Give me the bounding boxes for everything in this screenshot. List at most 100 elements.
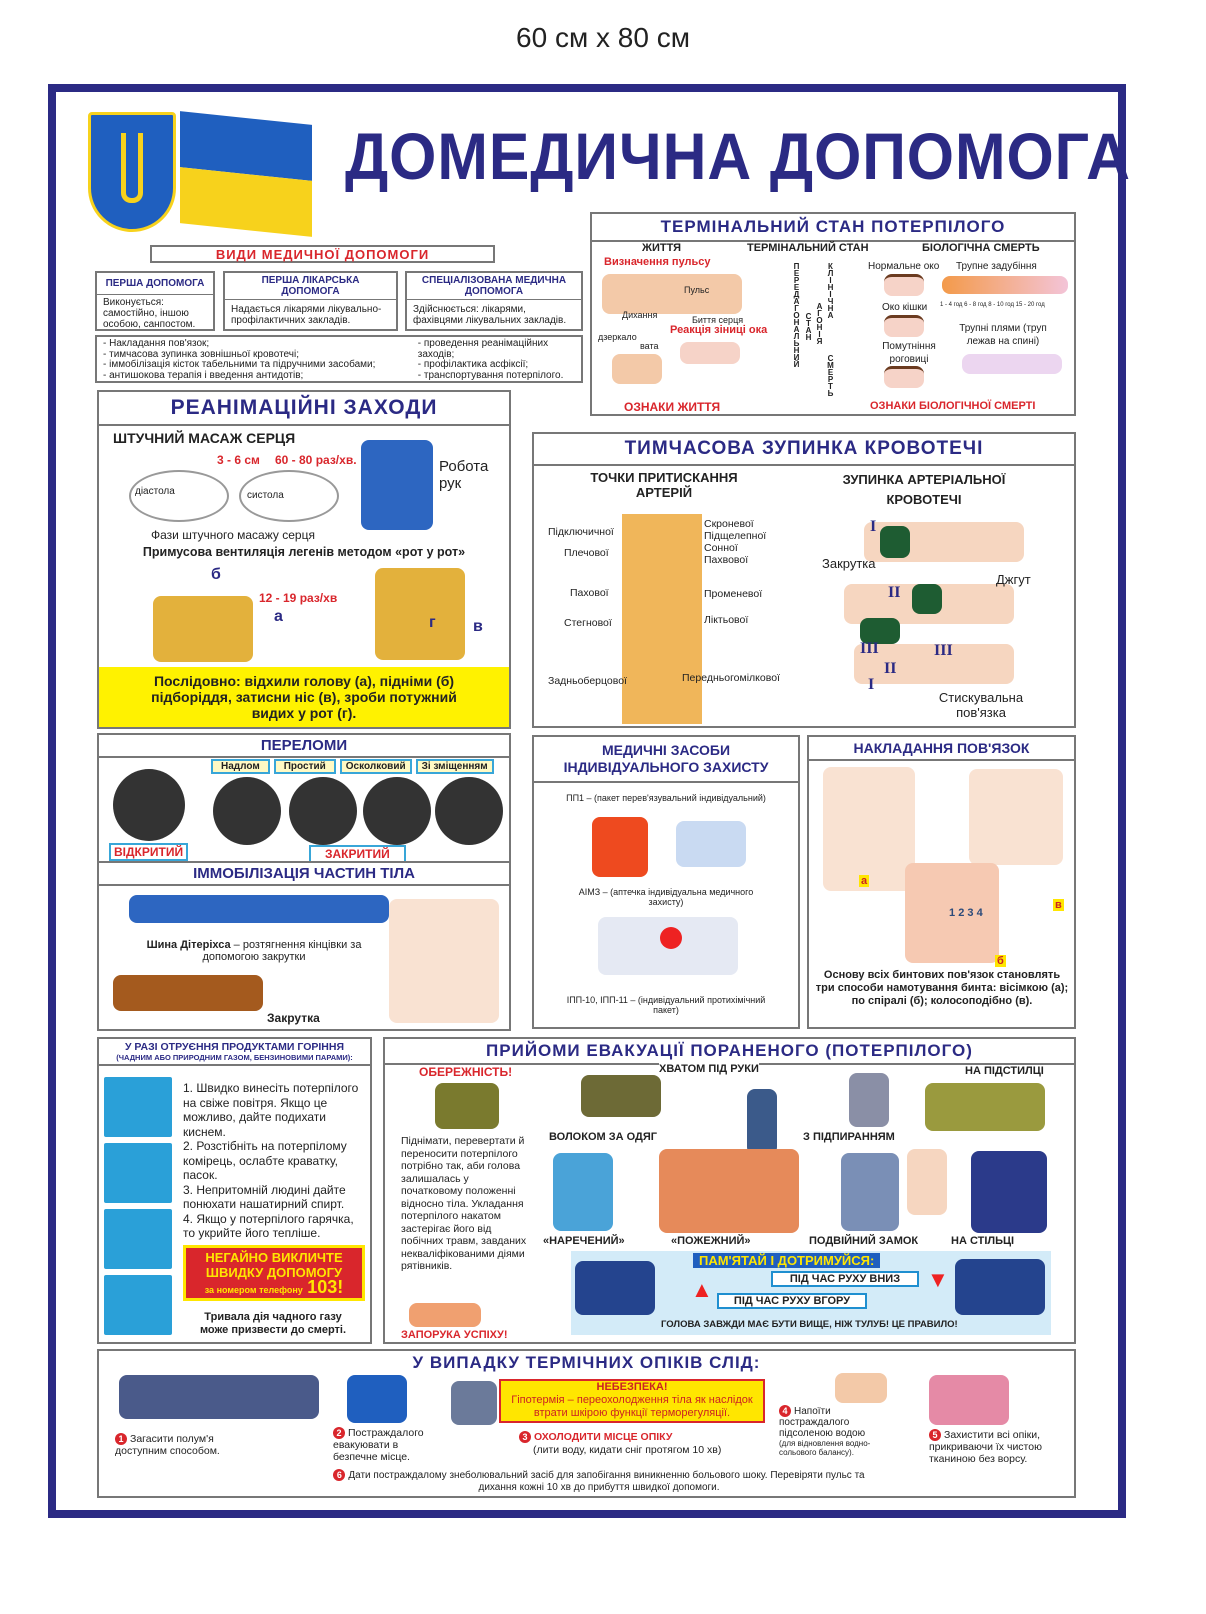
label: Передньогомілкової xyxy=(682,672,780,684)
pupil-label: Реакція зіниці ока xyxy=(670,324,768,336)
evac-figure xyxy=(907,1149,947,1215)
fracture-icon xyxy=(289,777,357,845)
label: а xyxy=(274,608,283,625)
label: Закрутка xyxy=(822,556,876,571)
cpr-illustration xyxy=(361,440,433,530)
sequence-note: Послідовно: відхили голову (а), підніми … xyxy=(99,667,509,727)
evac-figure xyxy=(553,1153,613,1231)
label: Основу всіх бинтових пов'язок становлять… xyxy=(815,969,1061,994)
skeleton-illustration xyxy=(622,514,702,724)
label: Скроневої xyxy=(704,518,754,530)
label: в xyxy=(473,618,483,635)
label: вісімкою xyxy=(999,982,1049,994)
head-illustration xyxy=(612,354,662,384)
fracture-type: Надлом xyxy=(211,759,270,774)
action-item: - тимчасова зупинка зовнішньої кровотечі… xyxy=(103,348,299,360)
label: г xyxy=(429,614,436,631)
label: II xyxy=(888,584,901,601)
open-label: ВІДКРИТИЙ xyxy=(109,843,189,861)
depth-label: 3 - 6 см xyxy=(217,453,260,467)
pulse-label: Визначення пульсу xyxy=(604,256,711,268)
pulse-check-illustration xyxy=(602,274,742,314)
call-ambulance-banner: НЕГАЙНО ВИКЛИЧТЕ ШВИДКУ ДОПОМОГУ за номе… xyxy=(183,1245,365,1301)
fracture-type: Простий xyxy=(273,759,336,774)
success-label: ЗАПОРУКА УСПІХУ! xyxy=(401,1329,508,1341)
ventilation-label: Примусова вентиляція легенів методом «ро… xyxy=(142,545,466,559)
label: ШВИДКУ ДОПОМОГУ xyxy=(205,1265,343,1280)
action-item: - проведення реанімаційних заходів; xyxy=(417,338,549,360)
bandage-caption: Основу всіх бинтових пов'язок становлять… xyxy=(815,969,1069,1008)
step-number-icon: 5 xyxy=(929,1429,941,1441)
label: Підключичної xyxy=(548,526,614,538)
rule-text: ГОЛОВА ЗАВЖДИ МАЄ БУТИ ВИЩЕ, НІЖ ТУЛУБ! … xyxy=(661,1319,958,1330)
method-label: «НАРЕЧЕНИЙ» xyxy=(543,1235,625,1247)
step-2-illustration xyxy=(104,1143,172,1203)
team-illustration xyxy=(409,1303,481,1327)
label: (а); xyxy=(1048,982,1069,994)
poster-frame xyxy=(48,84,1126,1518)
ventilation-illustration xyxy=(153,596,253,662)
label: вата xyxy=(640,341,659,351)
poisoning-title: У РАЗІ ОТРУЄННЯ ПРОДУКТАМИ ГОРІННЯ xyxy=(124,1041,344,1053)
step-number-icon: 2 xyxy=(333,1427,345,1439)
action-item: - профілактика асфіксії; xyxy=(417,359,529,370)
label: 4 xyxy=(976,907,983,919)
label: ОХОЛОДИТИ МІСЦЕ ОПІКУ xyxy=(534,1431,673,1443)
label: Напоїти постраждалого підсоленою водою xyxy=(779,1406,866,1439)
evac-figure xyxy=(841,1153,899,1231)
drinking-illustration xyxy=(835,1373,887,1403)
danger-text: Гіпотермія – переохолодження тіла як нас… xyxy=(511,1394,753,1419)
tourniquet-icon xyxy=(912,584,942,614)
types-title: ВИДИ МЕДИЧНОЇ ДОПОМОГИ xyxy=(150,245,495,263)
cooling-illustration xyxy=(451,1381,497,1425)
burning-person-illustration xyxy=(119,1375,319,1419)
label: Нормальне око xyxy=(868,261,940,272)
label: III xyxy=(860,640,879,657)
label: Помутніння роговиці xyxy=(882,341,936,365)
label: III xyxy=(934,642,953,659)
fracture-type: Зі зміщенням xyxy=(415,759,494,774)
arrow-down-icon: ▼ xyxy=(927,1267,949,1292)
reanimation-section: РЕАНІМАЦІЙНІ ЗАХОДИ ШТУЧНИЙ МАСАЖ СЕРЦЯ … xyxy=(97,390,511,729)
label: ТОЧКИ ПРИТИСКАННЯ АРТЕРІЙ xyxy=(590,470,738,500)
label: II xyxy=(884,660,897,677)
bandage-numbers: 1 2 3 4 xyxy=(949,907,983,919)
life-label: ЖИТТЯ xyxy=(642,242,682,254)
label: Стискувальна пов'язка xyxy=(938,690,1024,720)
label: Джгут xyxy=(996,572,1031,587)
label: колосоподібно xyxy=(930,995,1013,1007)
rate-label: 60 - 80 раз/хв. xyxy=(275,453,357,467)
label: I xyxy=(870,518,877,535)
label: Дати постраждалому знеболювальний засіб … xyxy=(348,1470,865,1493)
evacuate-icon xyxy=(347,1375,407,1423)
bleeding-title: ТИМЧАСОВА ЗУПИНКА КРОВОТЕЧІ xyxy=(534,434,1074,466)
signs-life: ОЗНАКИ ЖИТТЯ xyxy=(624,400,721,414)
action-item: - антишокова терапія і введення антидоті… xyxy=(103,369,304,381)
death-label: БІОЛОГІЧНА СМЕРТЬ xyxy=(922,242,1040,254)
label: Пахової xyxy=(570,587,609,599)
splint-illustration xyxy=(129,895,389,923)
vertical-label: КЛІНІЧНА xyxy=(826,262,835,318)
danger-label: НЕБЕЗПЕКА! xyxy=(596,1381,668,1393)
eye-icon xyxy=(884,366,924,388)
label: Биття серця xyxy=(692,315,744,325)
method-label: «ПОЖЕЖНИЙ» xyxy=(671,1235,751,1247)
evac-figure xyxy=(925,1083,1045,1131)
page-title: ДОМЕДИЧНА ДОПОМОГА xyxy=(345,119,1131,193)
ipp-label: ІПП-10, ІПП-11 – (індивідуальний протихі… xyxy=(566,995,766,1015)
stretcher-illustration xyxy=(435,1083,499,1129)
label: Трупне задубіння xyxy=(956,261,1037,272)
arrow-up-icon: ▲ xyxy=(691,1277,713,1302)
label: за номером телефону 103! xyxy=(186,1278,362,1298)
stairs-illustration xyxy=(575,1261,655,1315)
label: Послідовно: xyxy=(153,673,241,689)
reanimation-title: РЕАНІМАЦІЙНІ ЗАХОДИ xyxy=(99,392,509,426)
label: Променевої xyxy=(704,588,763,600)
label: а xyxy=(859,875,870,887)
terminal-title: ТЕРМІНАЛЬНИЙ СТАН ПОТЕРПІЛОГО xyxy=(592,214,1074,242)
